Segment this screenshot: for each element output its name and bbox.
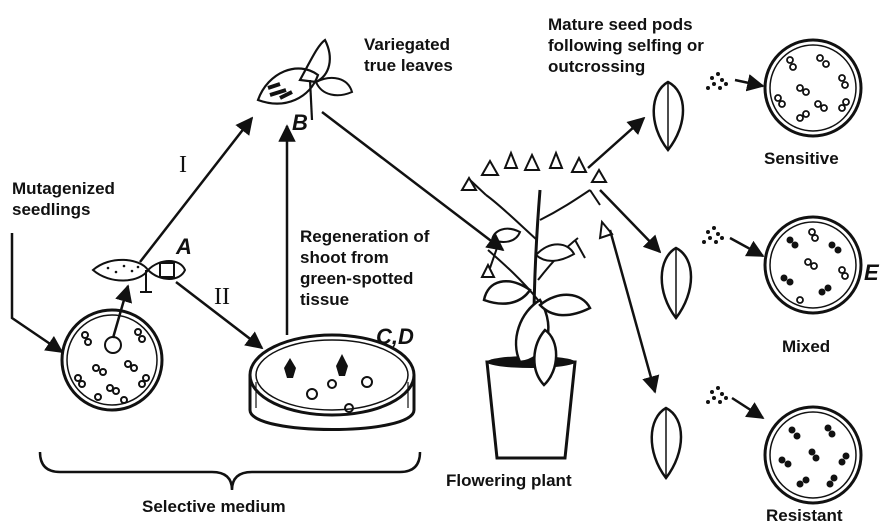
label-resistant: Resistant xyxy=(766,505,843,526)
label-mature-seed-pods: Mature seed pods following selfing or ou… xyxy=(548,14,738,77)
regeneration-dish xyxy=(250,335,414,430)
label-flowering-plant: Flowering plant xyxy=(446,470,572,491)
arrow-plant-to-pod-top xyxy=(588,118,644,168)
label-mixed: Mixed xyxy=(782,336,830,357)
panel-letter-e: E xyxy=(864,262,879,283)
arrow-seeds-bottom-to-dish xyxy=(732,398,763,418)
seed-pod-bottom xyxy=(652,408,681,478)
pathway-two-label: II xyxy=(214,284,230,311)
label-sensitive: Sensitive xyxy=(764,148,839,169)
mixed-dish xyxy=(765,217,861,313)
resistant-dish xyxy=(765,407,861,503)
seeds-middle xyxy=(702,226,724,244)
label-variegated-true-leaves: Variegated true leaves xyxy=(364,34,474,76)
seedling-dish xyxy=(62,310,162,410)
seed-pod-middle xyxy=(662,248,691,318)
arrow-seeds-top-to-dish xyxy=(735,80,763,86)
sensitive-dish xyxy=(765,40,861,136)
arrow-plant-to-pod-bottom xyxy=(610,230,655,392)
arrow-plant-to-pod-middle xyxy=(600,190,660,252)
seed-pod-top xyxy=(654,82,683,150)
arrow-pathway-one xyxy=(140,118,252,262)
panel-letter-b: B xyxy=(292,112,308,133)
label-regeneration: Regeneration of shoot from green-spotted… xyxy=(300,226,430,310)
label-mutagenized-seedlings: Mutagenized seedlings xyxy=(12,178,152,220)
arrow-seeds-middle-to-dish xyxy=(730,238,763,256)
label-selective-medium: Selective medium xyxy=(142,496,286,517)
selective-medium-brace xyxy=(40,452,420,490)
arrow-seedlings-to-dish xyxy=(12,233,62,352)
panel-letter-cd: C,D xyxy=(376,326,414,347)
panel-letter-a: A xyxy=(176,236,192,257)
seedling-a-illustration xyxy=(93,260,185,292)
seeds-bottom xyxy=(706,386,728,404)
pathway-one-label: I xyxy=(179,152,187,179)
flowering-plant-illustration xyxy=(462,153,612,458)
leaf-b-illustration xyxy=(258,40,352,120)
